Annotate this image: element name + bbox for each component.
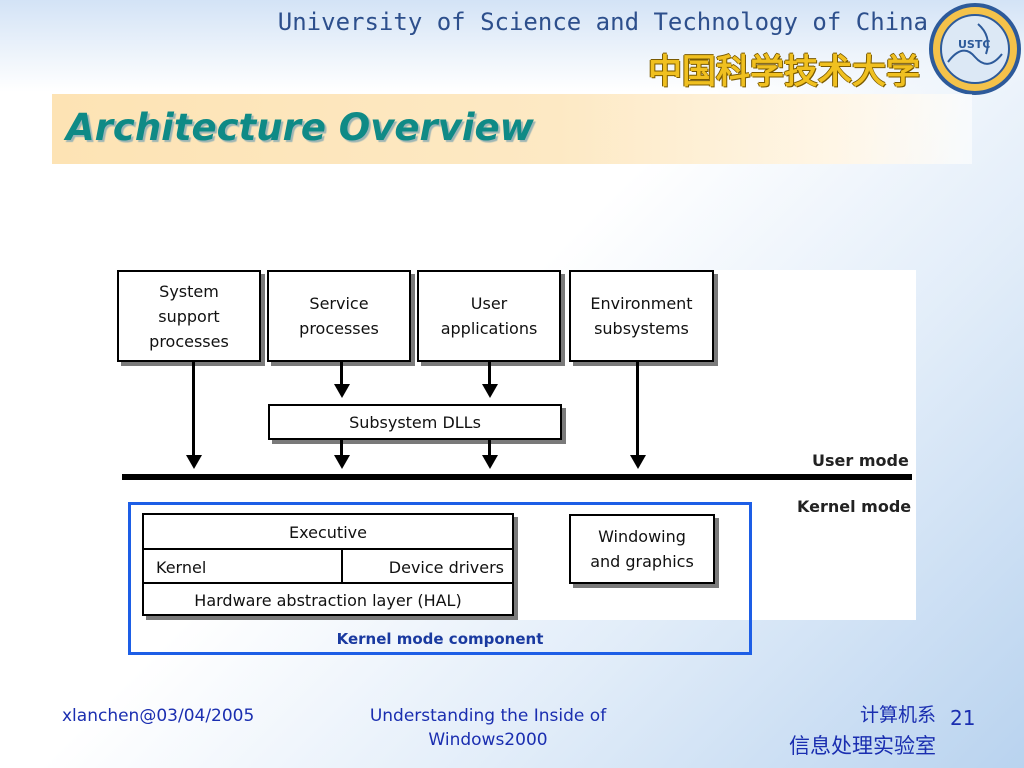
arrowhead-service-to-dlls (334, 384, 350, 398)
executive-label: Executive (289, 523, 367, 542)
kernel-mode-component-frame (128, 502, 752, 655)
arrowhead-apps-to-dlls (482, 384, 498, 398)
windowing-graphics-box: Windowing and graphics (569, 514, 715, 584)
arrowhead-dlls-service-down (334, 455, 350, 469)
footer-dept-line2: 信息处理实验室 (789, 734, 936, 758)
user-applications-box: User applications (417, 270, 561, 362)
kernel-label: Kernel (156, 558, 207, 577)
arrowhead-dlls-apps-down (482, 455, 498, 469)
arrow-environment (636, 362, 639, 456)
ustc-logo: USTC (929, 3, 1021, 95)
footer-dept-line1: 计算机系 (859, 704, 936, 726)
kernel-mode-label: Kernel mode (797, 497, 912, 516)
footer-course-line2: Windows2000 (428, 730, 548, 750)
header-band (0, 0, 1024, 92)
device-drivers-label: Device drivers (388, 558, 504, 577)
university-name-en: University of Science and Technology of … (277, 8, 928, 36)
slide-title: Architecture Overview (66, 106, 534, 149)
svg-text:USTC: USTC (958, 38, 990, 51)
executive-stack: Executive Kernel Device drivers Hardware… (142, 513, 514, 616)
title-bar (52, 94, 972, 164)
arrowhead-environment (630, 455, 646, 469)
system-support-processes-box: System support processes (117, 270, 261, 362)
executive-divider (144, 548, 512, 550)
hal-label: Hardware abstraction layer (HAL) (194, 591, 462, 610)
environment-subsystems-box: Environment subsystems (569, 270, 714, 362)
arrow-dlls-service-down (340, 440, 343, 456)
user-mode-label: User mode (812, 451, 909, 470)
page-number: 21 (950, 706, 976, 730)
mode-boundary-line (122, 474, 912, 480)
footer-author-date: xlanchen@03/04/2005 (62, 706, 255, 726)
university-name-cn: 中国科学技术大学 (648, 52, 920, 92)
arrow-system-support (192, 362, 195, 456)
footer-course-line1: Understanding the Inside of (369, 706, 607, 726)
hal-divider (144, 582, 512, 584)
service-processes-box: Service processes (267, 270, 411, 362)
kernel-mode-component-caption: Kernel mode component (336, 630, 544, 648)
subsystem-dlls-box: Subsystem DLLs (268, 404, 562, 440)
arrow-dlls-apps-down (488, 440, 491, 456)
arrowhead-system-support (186, 455, 202, 469)
arrow-apps-to-dlls (488, 362, 491, 386)
kernel-drivers-divider (341, 548, 343, 583)
arrow-service-to-dlls (340, 362, 343, 386)
